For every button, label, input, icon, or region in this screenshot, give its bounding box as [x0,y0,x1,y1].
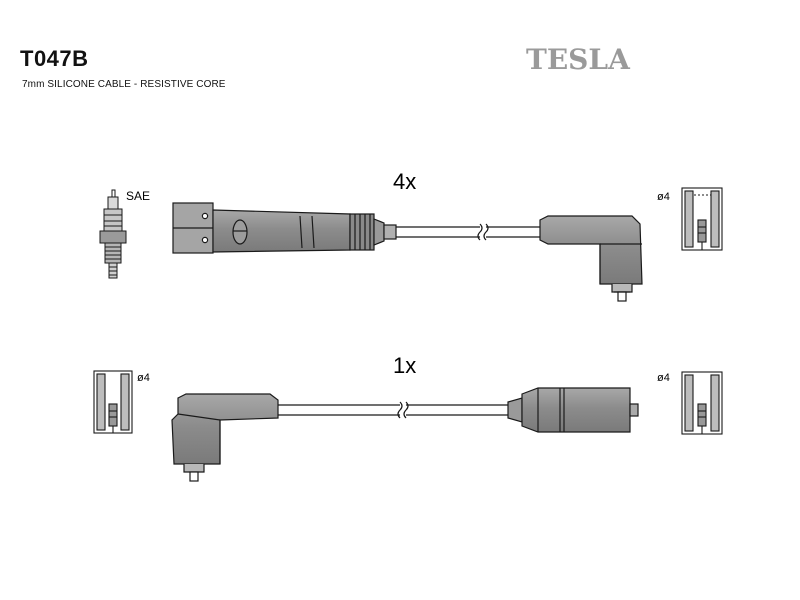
tesla-logo: TESLA [526,44,631,74]
right-end-label-d4-bottom: ø4 [657,372,670,384]
straight-spark-plug-boot [172,202,397,254]
quantity-label-4x: 4x [393,169,416,194]
part-code: T047B [20,46,89,71]
spark-plug-cable-assembly: SAE [99,189,643,302]
terminal-socket-icon [681,187,723,251]
spark-plug-icon [99,189,127,279]
terminal-socket-icon [681,371,723,435]
right-end-label-d4-top: ø4 [657,191,670,203]
angled-coil-boot [539,215,643,302]
cable-wire [396,223,540,241]
tesla-logo-text: TESLA [526,44,631,74]
cable-description: 7mm SILICONE CABLE - RESISTIVE CORE [22,79,226,90]
angled-coil-boot [171,393,279,482]
left-end-label-sae: SAE [126,189,150,203]
coil-lead-cable-assembly [171,387,639,482]
terminal-socket-icon [93,370,133,434]
cable-wire [278,401,508,419]
left-end-label-d4-bottom: ø4 [137,372,150,384]
quantity-label-1x: 1x [393,353,416,378]
straight-coil-boot [507,387,639,433]
